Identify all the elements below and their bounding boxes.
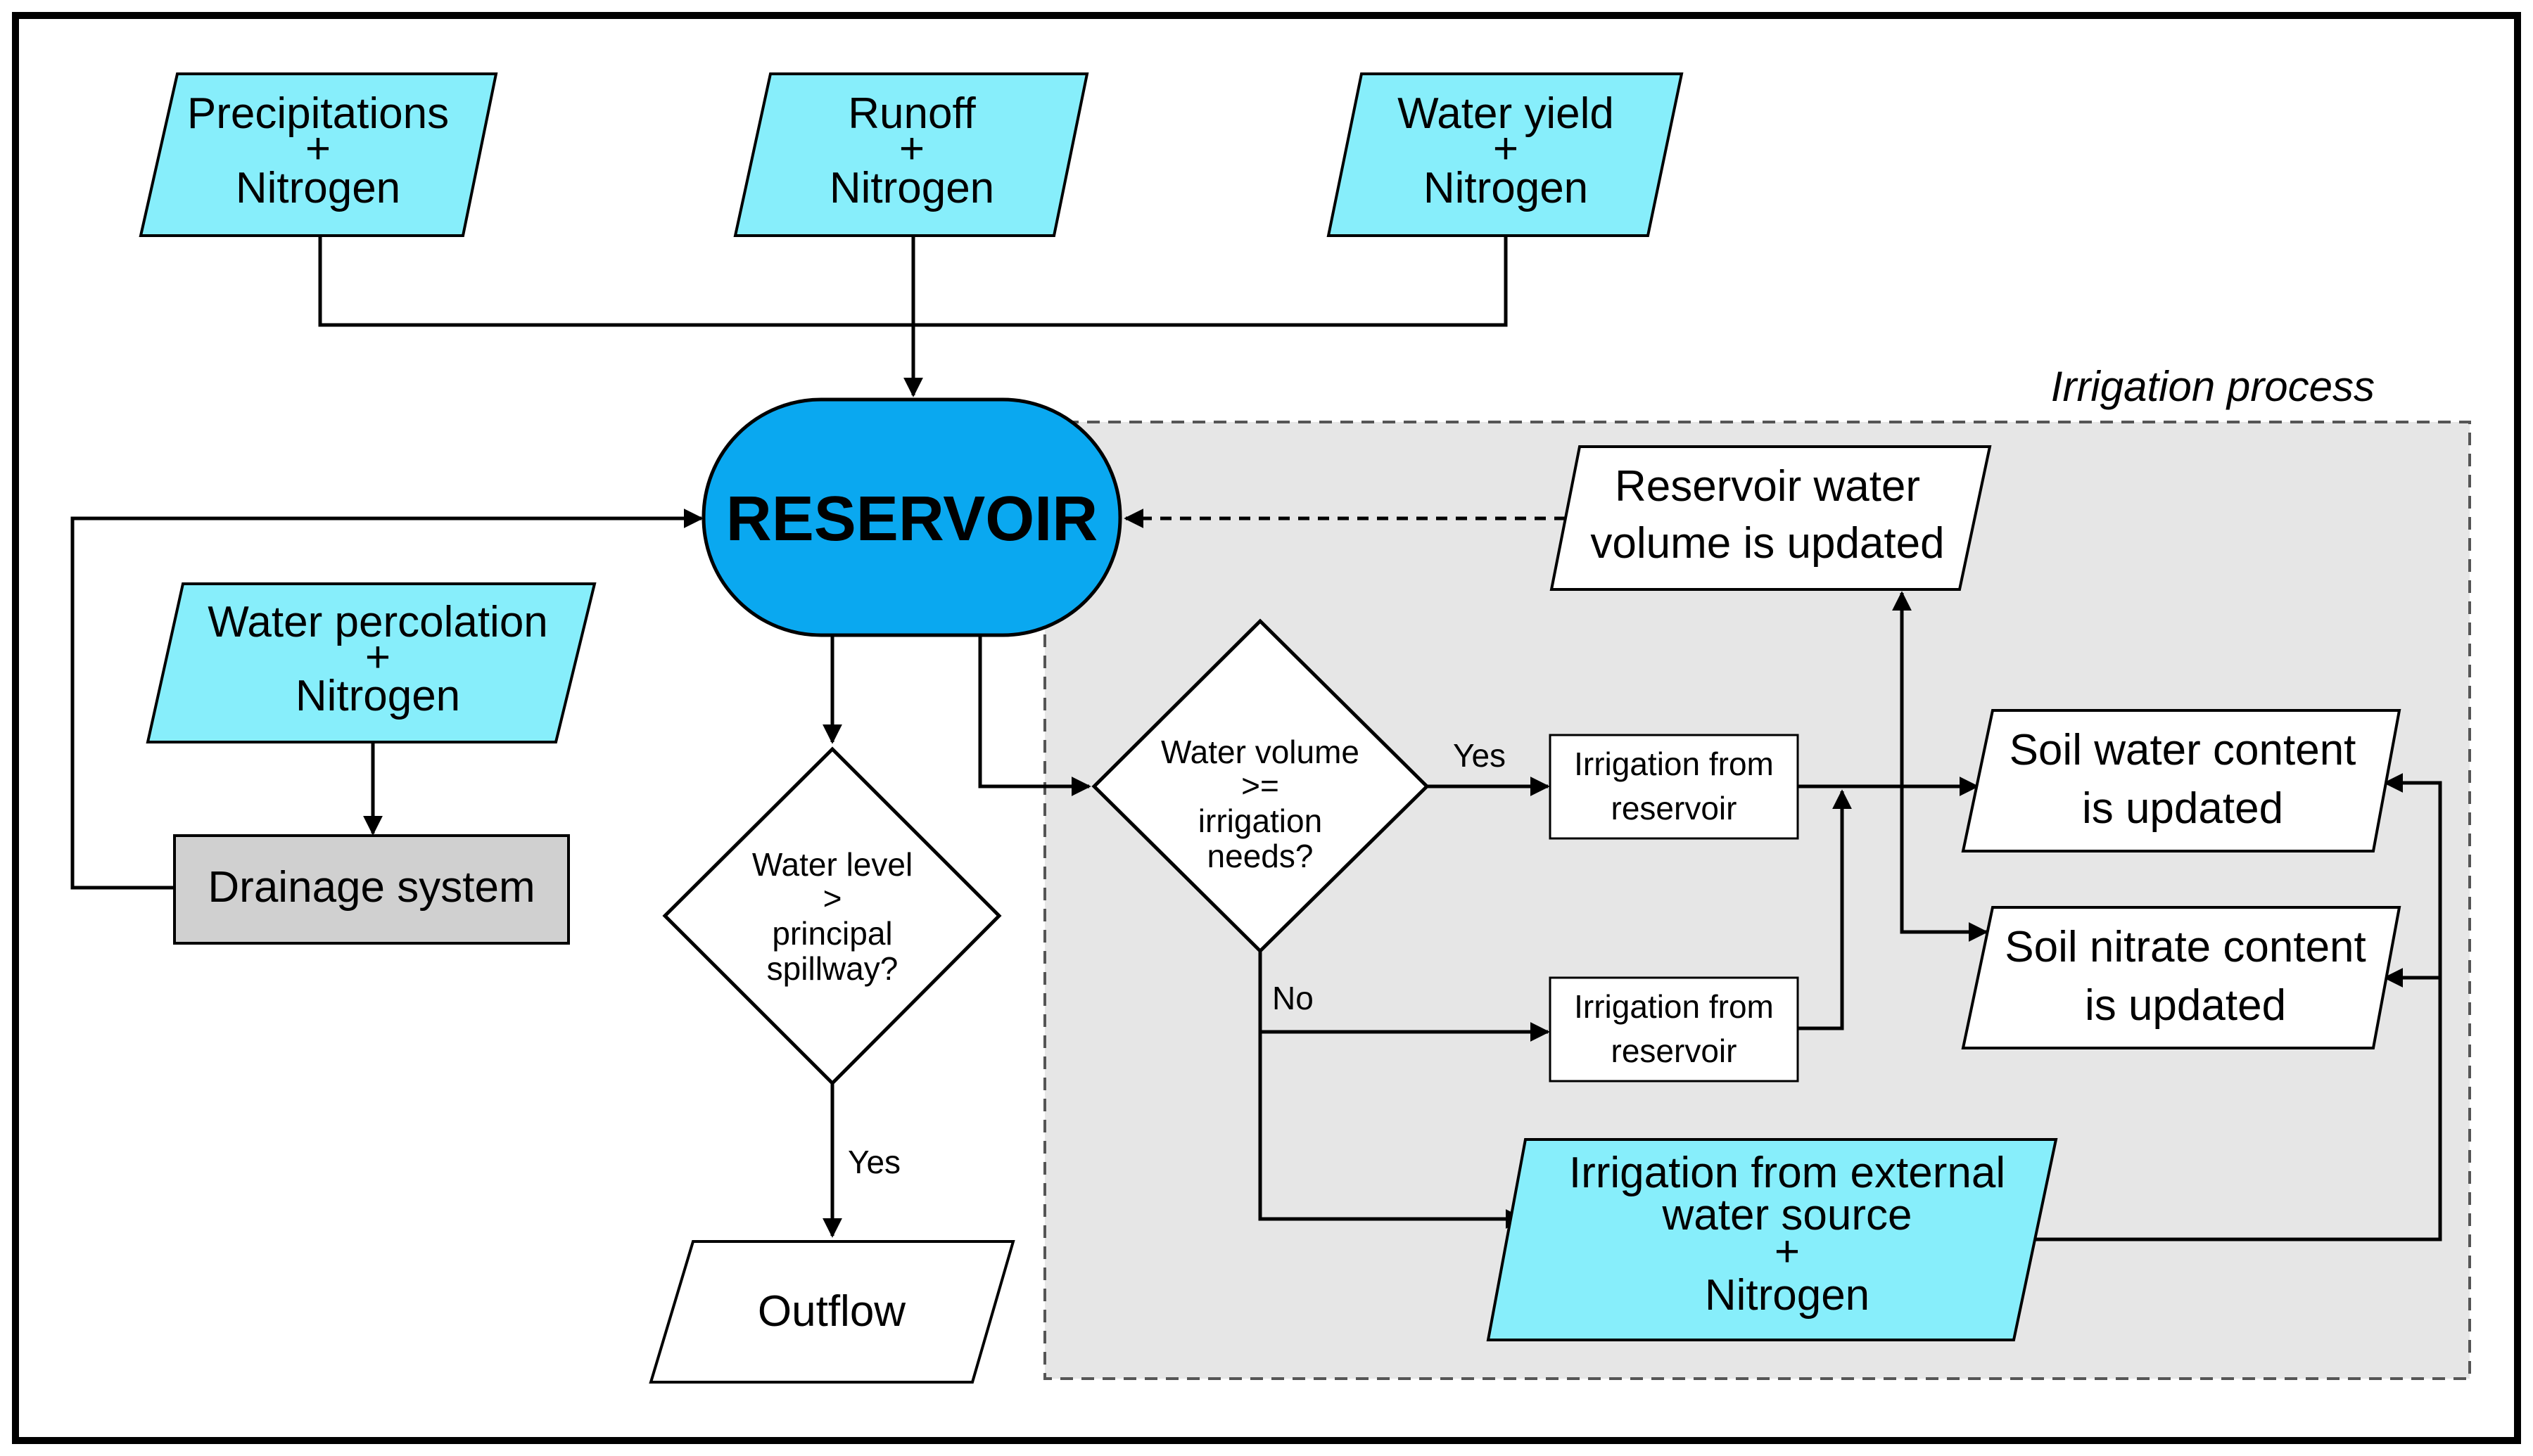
soil-nitrate-updated[interactable]: Soil nitrate content is updated	[1961, 906, 2401, 1049]
outflow-yes-label: Yes	[848, 1144, 901, 1180]
connector-irrigation2-up	[1798, 789, 1852, 1030]
volume-line1: Water volume	[1161, 734, 1359, 770]
volume-yes-label: Yes	[1453, 737, 1506, 774]
irrigation2-line1: Irrigation from	[1574, 988, 1774, 1025]
soil-water-line1: Soil water content	[2010, 726, 2356, 774]
water-yield-plus: +	[1493, 124, 1518, 173]
irrigation1-line2: reservoir	[1611, 790, 1737, 826]
precipitations-line1: Precipitations	[187, 89, 449, 138]
connector-no-to-external	[1258, 1032, 1525, 1229]
connectors	[70, 236, 2442, 1241]
volume-line2: >=	[1241, 767, 1279, 804]
reservoir-updated-line2: volume is updated	[1590, 519, 1944, 568]
irrigation-from-reservoir-yes[interactable]: Irrigation from reservoir	[1549, 734, 1799, 840]
percolation-line1: Water percolation	[208, 598, 548, 646]
soil-water-line2: is updated	[2082, 784, 2283, 833]
outflow-label: Outflow	[758, 1287, 906, 1336]
soil-nitrate-line2: is updated	[2085, 981, 2286, 1030]
spillway-line3: principal	[772, 915, 892, 952]
reservoir-volume-updated[interactable]: Reservoir water volume is updated	[1549, 445, 1992, 591]
irrigation-from-external[interactable]: Irrigation from external water source + …	[1486, 1138, 2058, 1341]
irrigation-from-reservoir-no[interactable]: Irrigation from reservoir	[1549, 976, 1799, 1083]
input-water-yield[interactable]: Water yield + Nitrogen	[1326, 72, 1684, 237]
volume-line4: needs?	[1207, 838, 1314, 874]
runoff-plus: +	[899, 124, 925, 173]
external-plus: +	[1775, 1227, 1800, 1276]
spillway-line2: >	[823, 880, 842, 917]
water-yield-line2: Nitrogen	[1423, 164, 1588, 212]
external-line2: water source	[1662, 1191, 1912, 1239]
precipitations-line2: Nitrogen	[236, 164, 400, 212]
irrigation2-line2: reservoir	[1611, 1033, 1737, 1069]
connector-drainage-to-reservoir	[70, 509, 704, 890]
spillway-line4: spillway?	[767, 950, 899, 987]
runoff-line1: Runoff	[848, 89, 976, 138]
spillway-line1: Water level	[752, 846, 913, 883]
percolation-plus: +	[365, 633, 391, 682]
precipitations-plus: +	[305, 124, 331, 173]
outflow-node[interactable]: Outflow	[649, 1240, 1015, 1384]
water-yield-line1: Water yield	[1397, 89, 1614, 138]
external-line1: Irrigation from external	[1569, 1149, 2005, 1197]
spillway-decision[interactable]: Water level > principal spillway?	[662, 746, 1002, 1086]
volume-decision[interactable]: Water volume >= irrigation needs?	[1091, 618, 1430, 954]
drainage-label: Drainage system	[208, 863, 535, 912]
percolation-line2: Nitrogen	[296, 672, 460, 720]
input-water-percolation[interactable]: Water percolation + Nitrogen	[146, 582, 597, 743]
volume-line3: irrigation	[1198, 803, 1322, 839]
soil-nitrate-line1: Soil nitrate content	[2005, 923, 2366, 971]
input-runoff[interactable]: Runoff + Nitrogen	[733, 72, 1089, 237]
volume-no-label: No	[1272, 980, 1314, 1016]
drainage-system-node[interactable]: Drainage system	[173, 834, 570, 945]
soil-water-updated[interactable]: Soil water content is updated	[1961, 709, 2401, 852]
external-line3: Nitrogen	[1705, 1271, 1869, 1320]
reservoir-updated-line1: Reservoir water	[1615, 462, 1920, 511]
input-precipitations[interactable]: Precipitations + Nitrogen	[139, 72, 498, 237]
connector-external-to-soil	[2021, 773, 2442, 1241]
runoff-line2: Nitrogen	[830, 164, 994, 212]
irrigation1-line1: Irrigation from	[1574, 746, 1774, 782]
reservoir-label: RESERVOIR	[726, 484, 1098, 554]
irrigation-process-title: Irrigation process	[2051, 363, 2375, 410]
reservoir-node[interactable]: RESERVOIR	[702, 397, 1122, 637]
connector-updated-to-nitrate	[1892, 591, 1988, 942]
connector-reservoir-to-volume-decision	[978, 635, 1091, 796]
